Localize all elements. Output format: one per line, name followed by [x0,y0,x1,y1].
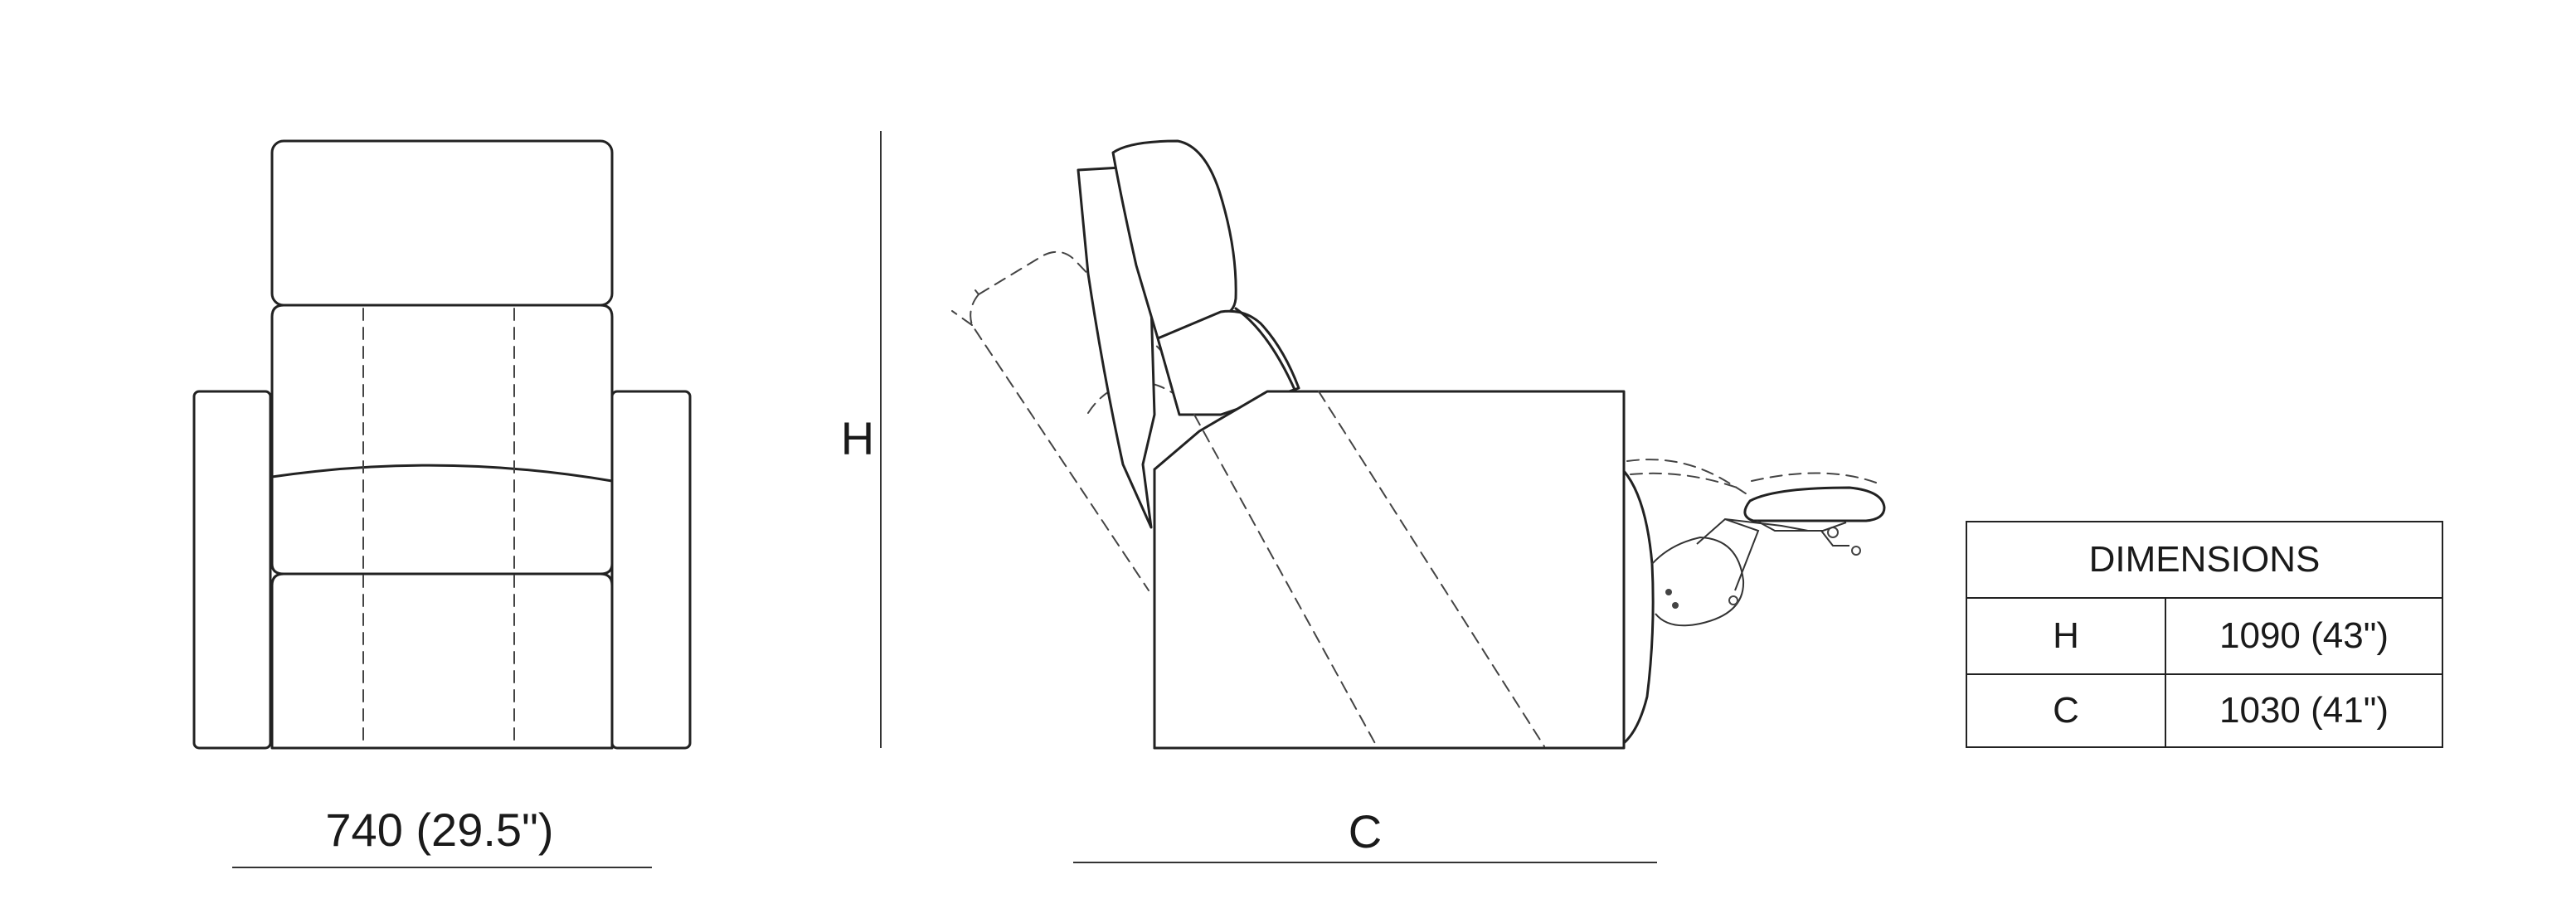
dimensions-table-title: DIMENSIONS [1967,522,2442,599]
depth-dimension: C [1073,805,1657,863]
reclined-cushion-ghost [1087,381,1179,414]
footrest-arm [1696,517,1809,591]
side-view-chair [951,139,1886,750]
body-dash-1 [1193,414,1378,747]
front-right-arm [610,390,692,750]
footrest-pad [1743,486,1886,522]
height-label: H [841,412,874,464]
reclined-back-ghost-2 [978,250,1213,406]
footrest-arc-2 [1630,472,1742,490]
table-row-value: 1030 (41") [2219,690,2389,731]
table-row: C 1030 (41") [1967,673,2442,748]
height-dimension: H [841,131,882,748]
footrest-bracket [1756,520,1849,547]
table-row-value: 1090 (43") [2219,615,2389,656]
footrest-arc-3 [1751,472,1877,483]
table-row-key: C [1967,673,2166,748]
table-row-key: H [1967,599,2166,673]
side-body [1153,390,1626,750]
width-label: 740 (29.5") [325,804,553,856]
pivot-3 [1728,595,1738,605]
depth-label: C [1349,805,1382,857]
front-headrest [270,139,614,307]
body-dash-2 [1318,391,1545,747]
front-left-arm [192,390,272,750]
side-back-frame [1234,307,1297,393]
front-back-curve [270,464,614,483]
pivot-5 [1851,546,1861,556]
dimensions-table: DIMENSIONS H 1090 (43") C 1030 (41") [1966,521,2443,748]
side-headrest [1111,139,1237,340]
footrest-linkage [1651,536,1745,627]
table-row: H 1090 (43") [1967,599,2442,675]
front-view-chair [192,139,692,750]
footrest-arc-1 [1626,459,1752,498]
front-width-dimension: 740 (29.5") [232,804,652,868]
pivot-1 [1665,589,1672,595]
front-backrest [270,304,614,576]
side-front-curve [1622,469,1655,745]
front-seat-cushion [270,572,614,750]
pivot-2 [1672,602,1679,609]
reclined-headrest-ghost [951,289,979,326]
reclined-back-ghost [970,294,1149,591]
